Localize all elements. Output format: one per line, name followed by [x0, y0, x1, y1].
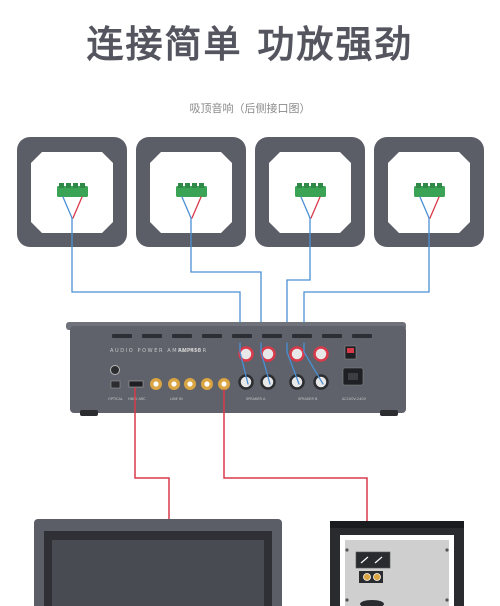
ceiling-speaker-3: [255, 137, 365, 247]
amp-model: AMP450: [178, 348, 201, 354]
label-power: AC100V-240V: [342, 397, 367, 401]
speaker-wires: [62, 196, 440, 344]
hdmi-arc-port[interactable]: [128, 380, 144, 388]
label-optical: OPTICAL: [108, 397, 123, 401]
power-switch-icon[interactable]: [344, 345, 357, 360]
power-socket-icon: [342, 367, 364, 386]
television: [34, 519, 282, 606]
subwoofer: [330, 521, 464, 606]
terminal-block-icon: [176, 183, 207, 197]
page-subtitle: 吸顶音响（后侧接口图）: [189, 102, 311, 115]
speaker-terminals-zone-a: [238, 346, 276, 390]
terminal-block-icon: [57, 183, 88, 197]
ceiling-speaker-2: [136, 137, 246, 247]
ceiling-speaker-1: [17, 137, 127, 247]
page-title: 连接简单 功放强劲: [86, 23, 414, 66]
optical-port[interactable]: [110, 365, 120, 375]
terminal-block-icon: [414, 183, 445, 197]
speaker-terminals-zone-b: [289, 346, 329, 390]
label-zone-b: SPEAKER B: [298, 397, 318, 401]
amp-brand-line: AUDIO POWER AMPLIFIER: [110, 348, 208, 354]
ceiling-speaker-4: [374, 137, 484, 247]
rca-line-inputs: [150, 378, 230, 390]
label-line-in: LINE IN: [170, 397, 183, 401]
amplifier: AUDIO POWER AMPLIFIER AMP450 OPTICAL HDM…: [66, 322, 406, 416]
label-zone-a: SPEAKER A: [246, 397, 266, 401]
optical-input[interactable]: [110, 380, 121, 389]
terminal-block-icon: [295, 183, 326, 197]
label-hdmi: HDMI ARC: [128, 397, 146, 401]
